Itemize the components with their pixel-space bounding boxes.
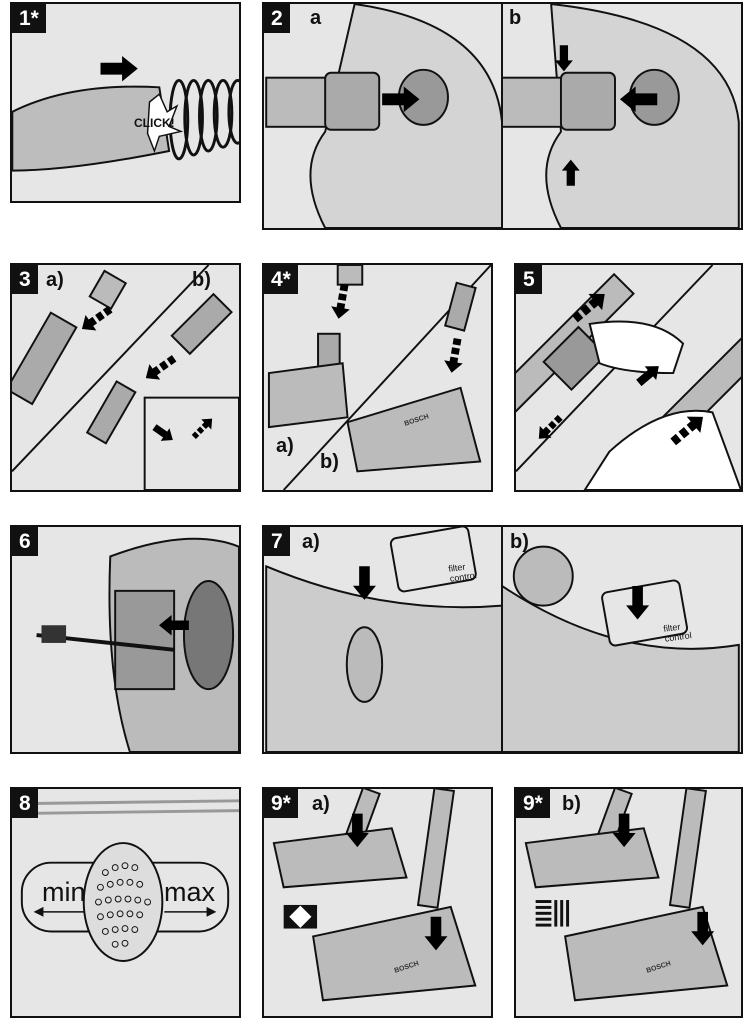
step-number: 9* xyxy=(264,789,298,818)
telescopic-tube-illustration xyxy=(516,265,741,490)
dashed-down-arrow xyxy=(442,337,467,375)
substep-b-label: b xyxy=(509,7,522,29)
step-number: 8 xyxy=(12,789,38,818)
floor-nozzle-carpet-illustration xyxy=(524,789,729,1002)
dashed-down-arrow xyxy=(329,283,354,321)
step-9b-panel: 9* b) BOSCH xyxy=(514,787,743,1018)
floor-nozzle-hard-floor-illustration xyxy=(272,789,477,1002)
step-7-panel: 7 a) b) filter control filter control xyxy=(262,525,743,754)
floor-nozzle-attach-illustration xyxy=(267,265,491,490)
substep-b-label: b) xyxy=(192,269,211,291)
right-arrow xyxy=(100,55,138,82)
step-3-panel: 3 a) b) xyxy=(10,263,241,492)
max-label: max xyxy=(164,877,216,907)
step-2-panel: 2 a b xyxy=(262,2,743,230)
step-number: 5 xyxy=(516,265,542,294)
step-number: 3 xyxy=(12,265,38,294)
hose-connector-illustration xyxy=(12,55,239,172)
substep-b-label: b) xyxy=(562,793,581,815)
step-number: 9* xyxy=(516,789,550,818)
min-label: min xyxy=(42,877,86,907)
step-number: 1* xyxy=(12,4,46,33)
step-number: 7 xyxy=(264,527,290,556)
substep-a-label: a) xyxy=(276,435,294,457)
tube-assembly-illustration xyxy=(12,265,239,490)
filter-indicator-illustration xyxy=(265,527,740,752)
step-1-panel: 1* CLICK! xyxy=(10,2,241,203)
step-number: 6 xyxy=(12,527,38,556)
substep-b-label: b) xyxy=(320,451,339,473)
step-4-panel: 4* a) b) BOSCH xyxy=(262,263,493,492)
dashed-down-arrow xyxy=(532,411,567,445)
step-number: 2 xyxy=(264,4,290,33)
step-8-panel: 8 min max xyxy=(10,787,241,1018)
substep-a-label: a) xyxy=(312,793,330,815)
step-9a-panel: 9* a) BOSCH xyxy=(262,787,493,1018)
step-5-panel: 5 xyxy=(514,263,743,492)
dashed-down-arrow xyxy=(140,350,180,386)
power-cord-illustration xyxy=(36,537,239,752)
hose-insert-illustration xyxy=(265,4,740,228)
substep-a-label: a) xyxy=(46,269,64,291)
power-regulator-illustration xyxy=(12,799,239,962)
substep-b-label: b) xyxy=(510,531,529,553)
substep-a-label: a xyxy=(310,7,322,29)
step-6-panel: 6 xyxy=(10,525,241,754)
filter-control-label: filter control xyxy=(663,620,693,644)
substep-a-label: a) xyxy=(302,531,320,553)
filter-control-label: filter control xyxy=(448,560,478,584)
step-number: 4* xyxy=(264,265,298,294)
click-text: CLICK! xyxy=(134,116,175,130)
